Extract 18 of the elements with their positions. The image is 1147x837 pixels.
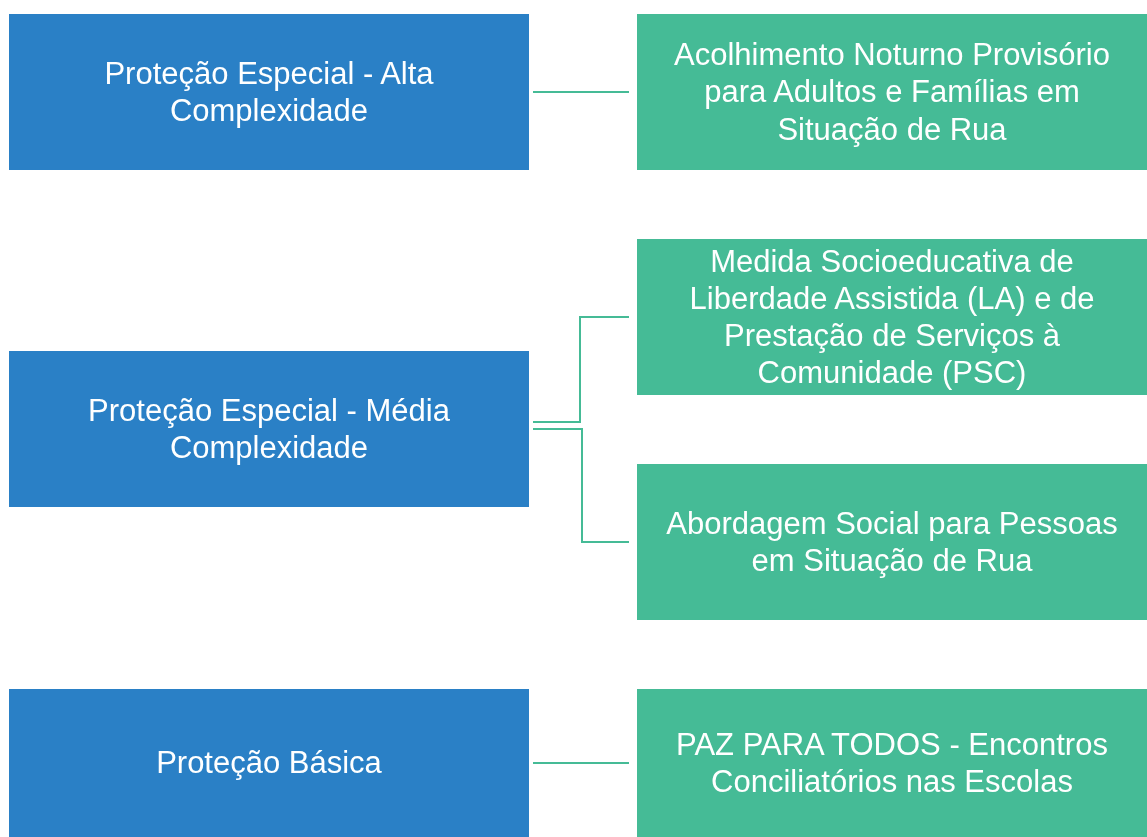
- category-box: [637, 689, 1147, 837]
- box-text: Proteção Especial - Alta Complexidade: [103, 54, 435, 130]
- box-text: Medida Socioeducativa de Liberdade Assistida (LA) e de Prestação de Serviços à Comunidade (PSC): [688, 242, 1096, 392]
- category-box: [9, 351, 529, 507]
- box-text: Proteção Especial - Média Complexidade: [87, 391, 451, 467]
- box-text: Acolhimento Noturno Provisório para Adultos e Famílias em Situação de Rua: [673, 36, 1111, 148]
- connector-line: [532, 428, 630, 543]
- category-box: [637, 14, 1147, 170]
- connector-line: [532, 316, 630, 423]
- category-box: [637, 464, 1147, 620]
- connector-line: [532, 91, 630, 93]
- category-box: [9, 689, 529, 837]
- box-text: Proteção Básica: [156, 744, 382, 782]
- box-text: PAZ PARA TODOS - Encontros Conciliatórios nas Escolas: [675, 725, 1109, 801]
- category-box: [9, 14, 529, 170]
- box-text: Abordagem Social para Pessoas em Situação de Rua: [665, 504, 1119, 580]
- category-box: [637, 239, 1147, 395]
- connector-line: [532, 762, 630, 764]
